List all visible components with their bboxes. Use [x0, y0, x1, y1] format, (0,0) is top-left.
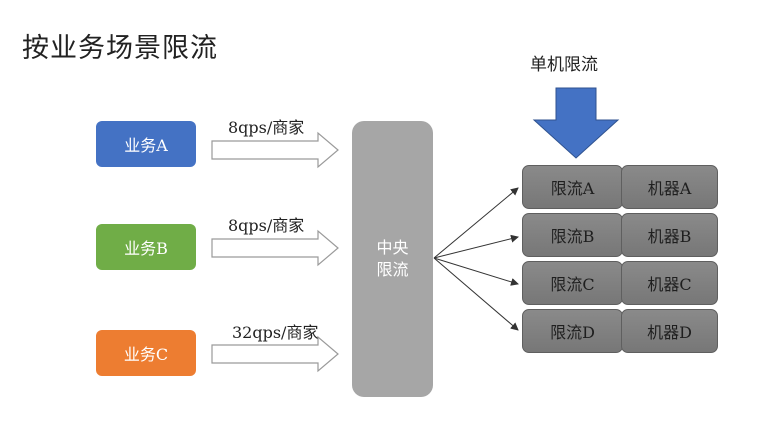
business-a-box: 业务A [96, 121, 196, 167]
limiter-c-cell: 限流C [522, 261, 623, 305]
central-limiter-box: 中央 限流 [352, 121, 433, 397]
limiter-b-cell: 限流B [522, 213, 623, 257]
machine-b-cell: 机器B [621, 213, 718, 257]
fanout-arrow-c [433, 257, 519, 286]
page-title: 按业务场景限流 [22, 33, 218, 64]
rate-label-a: 8qps/商家 [228, 118, 305, 137]
down-arrow-icon [532, 87, 620, 159]
machine-d-cell: 机器D [621, 309, 718, 353]
single-machine-label: 单机限流 [530, 55, 598, 75]
arrow-right-a-icon [211, 131, 339, 169]
fanout-arrow-d [433, 257, 519, 331]
business-c-box: 业务C [96, 330, 196, 376]
business-b-box: 业务B [96, 224, 196, 270]
fanout-arrow-b [433, 234, 519, 259]
rate-label-b: 8qps/商家 [228, 216, 305, 235]
fanout-arrow-a [433, 187, 519, 259]
arrow-right-c-icon [211, 335, 339, 373]
business-a-label: 业务A [124, 136, 168, 155]
central-label-line2: 限流 [376, 260, 409, 279]
business-b-label: 业务B [124, 239, 168, 258]
machine-a-cell: 机器A [621, 165, 718, 209]
arrow-right-b-icon [211, 229, 339, 267]
central-label-line1: 中央 [376, 238, 409, 257]
rate-label-c: 32qps/商家 [232, 323, 319, 342]
limiter-d-cell: 限流D [522, 309, 623, 353]
limiter-a-cell: 限流A [522, 165, 623, 209]
business-c-label: 业务C [123, 345, 169, 364]
machine-c-cell: 机器C [621, 261, 718, 305]
